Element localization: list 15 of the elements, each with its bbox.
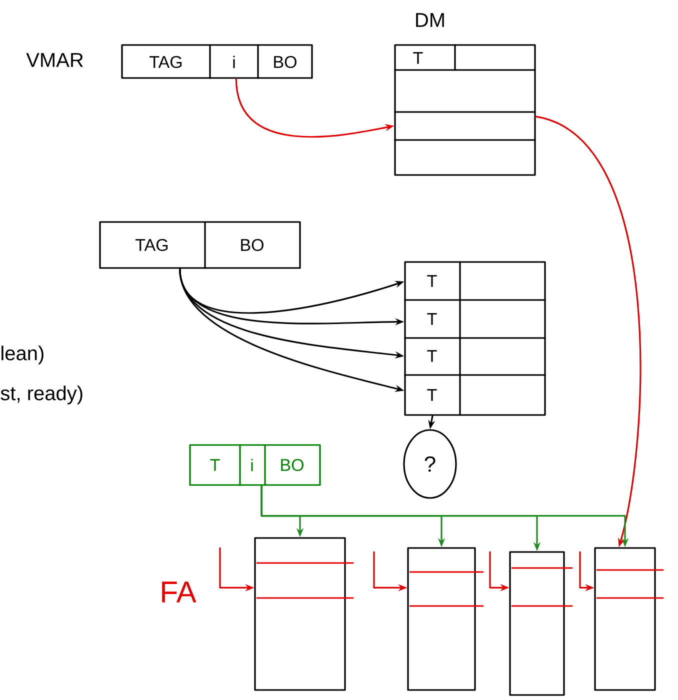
address-box: TAG i BO [121,44,313,79]
address-box: T i BO [189,444,321,486]
address-box: TAG BO [99,221,301,269]
note-text: st, ready) [0,386,82,404]
tag-table: T T T T [404,261,546,416]
cache-way-box [254,537,346,691]
way-label: FA [162,582,196,602]
comparator-drop: ? [403,429,457,499]
cache-way-box [594,547,656,691]
data-memory-table: T [394,44,536,176]
note-text: lean) [2,346,44,364]
register-label: VMAR [26,53,83,67]
table-heading: DM [416,13,444,27]
cache-way-box [407,547,476,691]
cache-way-box [509,551,565,696]
